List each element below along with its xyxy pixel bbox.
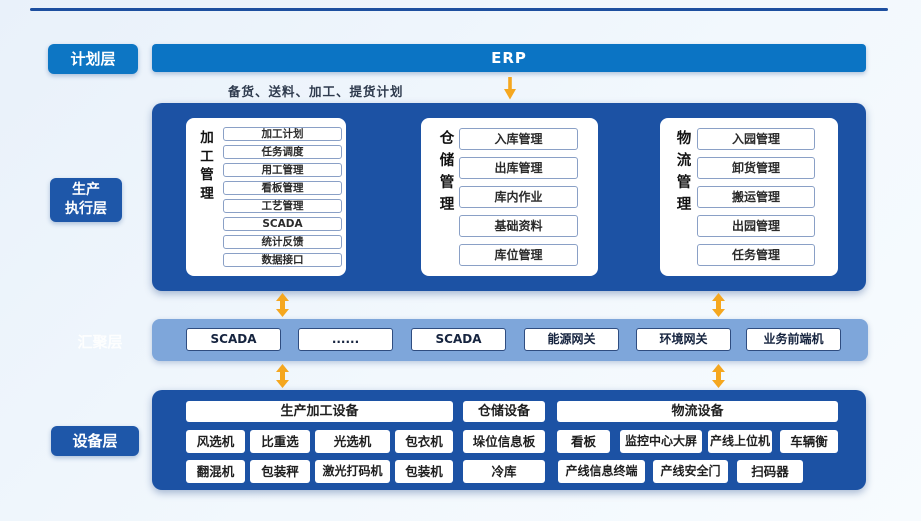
down-arrow-icon (504, 77, 516, 100)
module-box: SCADA (223, 217, 342, 231)
module-box: 入库管理 (459, 128, 578, 150)
top-divider-line (30, 8, 888, 11)
module-box: 搬运管理 (697, 186, 815, 208)
device-group-header: 物流设备 (557, 401, 838, 422)
aggregation-layer-band: SCADA ...... SCADA 能源网关 环境网关 业务前端机 (152, 319, 868, 361)
card-title-processing: 加工管理 (200, 130, 214, 202)
layer-label-execution: 生产 执行层 (50, 178, 122, 222)
gateway-box: SCADA (411, 328, 506, 351)
device-box: 产线上位机 (708, 430, 772, 453)
gateway-box: 环境网关 (636, 328, 731, 351)
double-arrow-icon (276, 293, 289, 317)
device-layer-container: 生产加工设备 仓储设备 物流设备 风选机 比重选 光选机 包衣机 垛位信息板 看… (152, 390, 866, 490)
device-box: 包衣机 (395, 430, 453, 453)
execution-layer-container: 加工管理 加工计划 任务调度 用工管理 看板管理 工艺管理 SCADA 统计反馈… (152, 103, 866, 291)
module-box: 任务调度 (223, 145, 342, 159)
gateway-box: 业务前端机 (746, 328, 841, 351)
module-box: 统计反馈 (223, 235, 342, 249)
layer-label-plan: 计划层 (48, 44, 138, 74)
device-box: 冷库 (463, 460, 545, 483)
device-box: 光选机 (315, 430, 390, 453)
module-box: 看板管理 (223, 181, 342, 195)
double-arrow-icon (712, 364, 725, 388)
module-box: 工艺管理 (223, 199, 342, 213)
layer-label-device: 设备层 (51, 426, 139, 456)
device-box: 扫码器 (737, 460, 803, 483)
module-box: 数据接口 (223, 253, 342, 267)
layer-label-execution-line1: 生产 (72, 182, 100, 198)
device-box: 包装机 (395, 460, 453, 483)
device-group-header: 生产加工设备 (186, 401, 453, 422)
device-box: 比重选 (250, 430, 310, 453)
module-box: 出库管理 (459, 157, 578, 179)
module-box: 库位管理 (459, 244, 578, 266)
double-arrow-icon (712, 293, 725, 317)
module-box: 加工计划 (223, 127, 342, 141)
device-box: 产线信息终端 (558, 460, 645, 483)
module-box: 出园管理 (697, 215, 815, 237)
device-box: 看板 (557, 430, 610, 453)
erp-bar: ERP (152, 44, 866, 72)
device-box: 监控中心大屏 (620, 430, 702, 453)
layer-label-aggregation: 汇聚层 (77, 333, 123, 351)
device-box: 产线安全门 (653, 460, 728, 483)
module-box: 库内作业 (459, 186, 578, 208)
device-box: 垛位信息板 (463, 430, 545, 453)
module-box: 任务管理 (697, 244, 815, 266)
device-box: 风选机 (186, 430, 245, 453)
device-box: 翻混机 (186, 460, 245, 483)
processing-items: 加工计划 任务调度 用工管理 看板管理 工艺管理 SCADA 统计反馈 数据接口 (223, 127, 342, 271)
plan-flow-note: 备货、送料、加工、提货计划 (228, 84, 404, 99)
warehouse-items: 入库管理 出库管理 库内作业 基础资料 库位管理 (459, 127, 578, 273)
card-title-logistics: 物流管理 (676, 131, 692, 213)
device-box: 激光打码机 (315, 460, 390, 483)
gateway-box: 能源网关 (524, 328, 619, 351)
layer-label-execution-line2: 执行层 (65, 201, 107, 217)
module-box: 卸货管理 (697, 157, 815, 179)
module-box: 基础资料 (459, 215, 578, 237)
card-title-warehouse: 仓储管理 (439, 131, 455, 213)
card-warehouse-management: 仓储管理 入库管理 出库管理 库内作业 基础资料 库位管理 (421, 118, 598, 276)
double-arrow-icon (276, 364, 289, 388)
card-logistics-management: 物流管理 入园管理 卸货管理 搬运管理 出园管理 任务管理 (660, 118, 838, 276)
device-box: 包装秤 (250, 460, 310, 483)
module-box: 用工管理 (223, 163, 342, 177)
module-box: 入园管理 (697, 128, 815, 150)
gateway-box: ...... (298, 328, 393, 351)
logistics-items: 入园管理 卸货管理 搬运管理 出园管理 任务管理 (697, 127, 815, 273)
device-box: 车辆衡 (780, 430, 838, 453)
device-group-header: 仓储设备 (463, 401, 545, 422)
gateway-box: SCADA (186, 328, 281, 351)
card-processing-management: 加工管理 加工计划 任务调度 用工管理 看板管理 工艺管理 SCADA 统计反馈… (186, 118, 346, 276)
